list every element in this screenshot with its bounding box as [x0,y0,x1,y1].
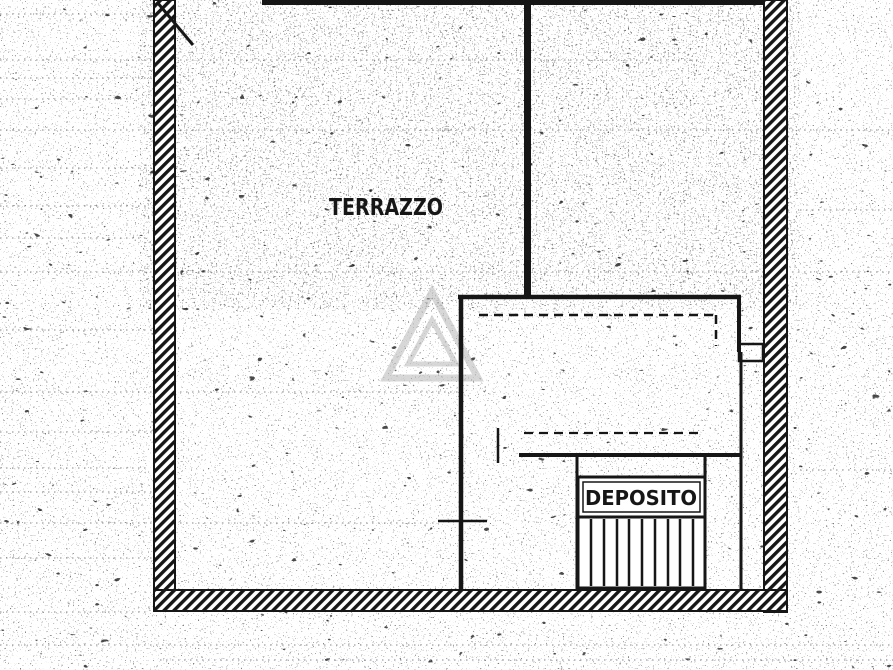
outer-wall-left [153,0,176,607]
partition-wall [524,0,531,298]
opening-ticks [438,428,500,523]
top-edge-segment [531,0,764,5]
watermark-outer-triangle [380,284,484,382]
terrace-area-label: TERRAZZO [329,195,443,221]
perimeter-walls [153,0,788,613]
storage-room-box: DEPOSITO [576,475,707,519]
outer-wall-right [763,0,788,613]
top-edge-segment [262,0,528,5]
storage-room-inner-border [582,481,701,513]
storage-room-label: DEPOSITO [585,486,697,510]
watermark-logo-icon [380,284,484,382]
staircase [576,515,707,590]
watermark-inner-triangle [403,314,461,367]
room-right-notch [737,342,765,363]
outer-wall-bottom [153,589,788,612]
wall-break-diagonal [155,1,195,46]
top-boundary-edge [262,0,764,5]
storage-room-outer-border [576,475,707,519]
dashed-projection-lines [479,313,718,435]
scan-artifact-rows [0,13,893,661]
room-outline [458,294,765,591]
